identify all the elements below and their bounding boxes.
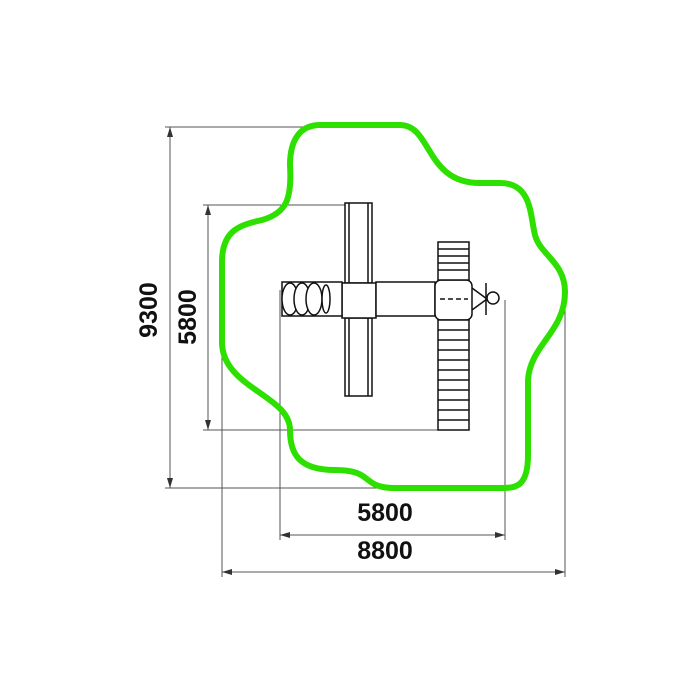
dimension-label-equipment-width: 5800	[357, 499, 413, 527]
steering-wheel	[471, 283, 500, 315]
stairs	[437, 319, 470, 431]
dimension-label-overall-height: 9300	[135, 282, 163, 338]
dimension-label-overall-width: 8800	[357, 537, 413, 565]
bridge	[375, 281, 436, 317]
tower	[434, 279, 473, 321]
ladder	[437, 241, 470, 281]
dimension-lines	[165, 126, 566, 577]
tunnel	[281, 281, 343, 317]
platform	[341, 282, 377, 319]
dimension-label-equipment-height: 5800	[174, 289, 202, 345]
safety-zone-outline	[219, 122, 569, 491]
playground-equipment	[281, 202, 500, 431]
